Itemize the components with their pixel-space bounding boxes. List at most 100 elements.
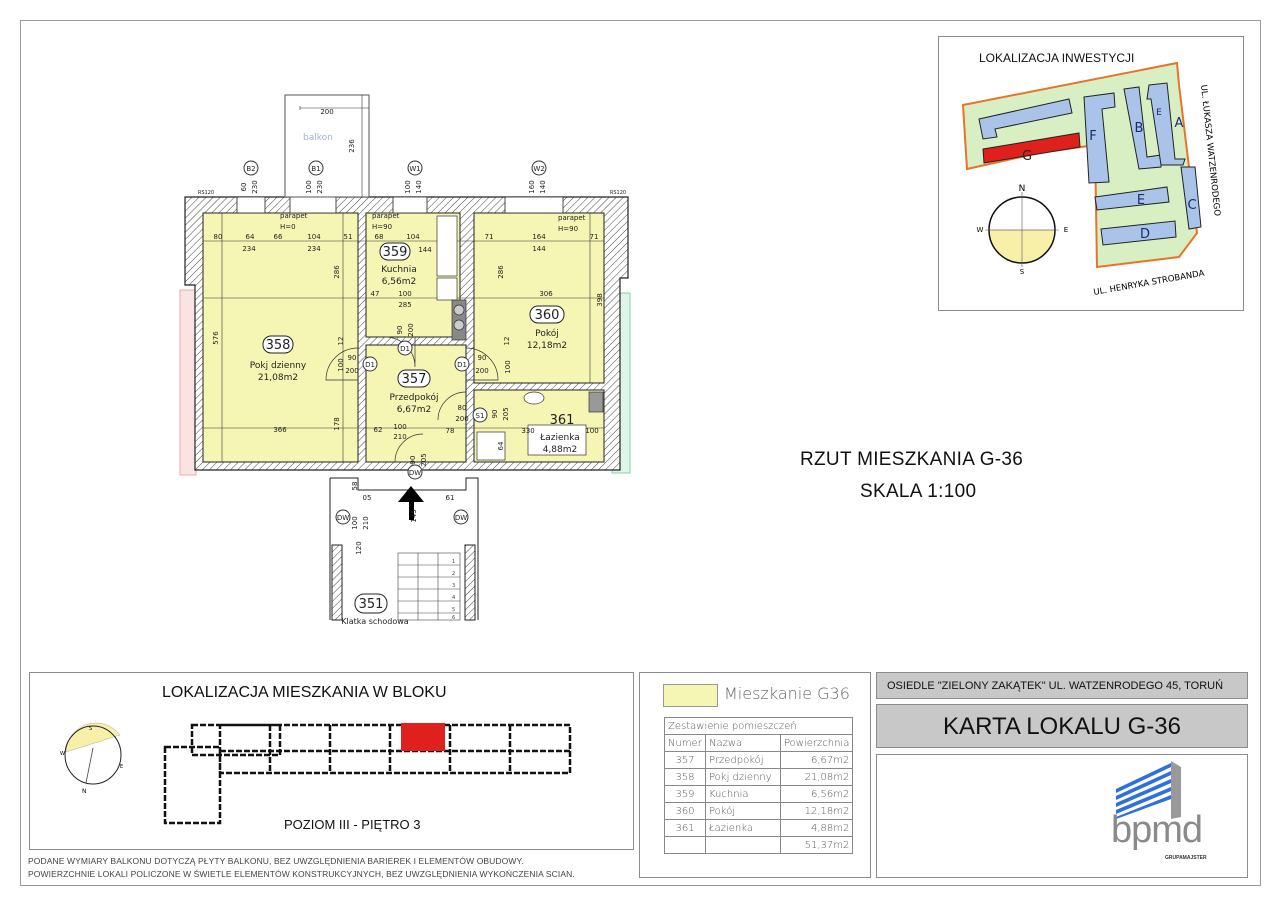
- svg-text:140: 140: [539, 180, 547, 193]
- kitchen-fixtures: [436, 215, 467, 341]
- svg-text:285: 285: [398, 301, 411, 309]
- door-swings: [325, 336, 499, 463]
- svg-text:E: E: [1137, 193, 1145, 208]
- svg-text:Pokój: Pokój: [535, 328, 559, 339]
- svg-text:359: 359: [383, 245, 408, 260]
- table-header: Numer Nazwa Powierzchnia: [664, 734, 854, 752]
- svg-text:parapet: parapet: [372, 212, 400, 220]
- svg-text:286: 286: [497, 265, 505, 279]
- svg-text:230: 230: [251, 180, 259, 193]
- svg-text:210: 210: [393, 433, 406, 441]
- svg-text:4,88m2: 4,88m2: [543, 445, 578, 455]
- svg-text:Kuchnia: Kuchnia: [381, 265, 417, 275]
- svg-text:100: 100: [585, 427, 598, 435]
- balcony-label: balkon: [303, 133, 333, 143]
- location-title: LOKALIZACJA INWESTYCJI: [979, 51, 1135, 65]
- block-location-title: LOKALIZACJA MIESZKANIA W BLOKU: [162, 684, 447, 701]
- logo-panel: bpmd GRUPAMAJSTER: [876, 754, 1248, 878]
- svg-text:100: 100: [337, 358, 345, 371]
- svg-text:6,67m2: 6,67m2: [397, 405, 432, 415]
- svg-text:64: 64: [497, 441, 505, 450]
- svg-text:C: C: [1187, 198, 1196, 213]
- svg-text:D1: D1: [400, 345, 410, 353]
- element-tags: B2 B1 W1 W2 D1 D1 D1 S1 DW DW DW RS120 R…: [198, 160, 626, 525]
- svg-text:358: 358: [266, 338, 291, 353]
- block-labels: AB CD EF GE: [1022, 108, 1197, 242]
- svg-text:N: N: [1019, 184, 1026, 194]
- svg-text:H=90: H=90: [372, 223, 392, 231]
- stair-wall-left: [331, 544, 343, 621]
- svg-text:178: 178: [333, 417, 341, 430]
- svg-text:DW: DW: [409, 469, 421, 477]
- svg-text:W2: W2: [533, 165, 544, 173]
- svg-text:Przedpokój: Przedpokój: [389, 392, 438, 403]
- stair-hall-walls: [329, 477, 479, 620]
- site-map: AB CD EF GE N S W E UL. ŁUKASZA WATZENRO…: [961, 61, 1222, 298]
- svg-text:51: 51: [344, 233, 353, 241]
- svg-text:200: 200: [407, 323, 415, 336]
- svg-text:576: 576: [212, 331, 220, 345]
- svg-text:62: 62: [374, 426, 383, 434]
- svg-text:360: 360: [535, 308, 560, 323]
- note-balcony: PODANE WYMIARY BALKONU DOTYCZĄ PŁYTY BAL…: [28, 856, 524, 866]
- block-location-panel: LOKALIZACJA MIESZKANIA W BLOKU POZIOM II…: [29, 672, 634, 850]
- svg-text:W1: W1: [409, 165, 420, 173]
- svg-text:G: G: [1022, 149, 1032, 164]
- legend-label: Mieszkanie G36: [724, 684, 850, 703]
- total-area: 51,37m2: [779, 836, 854, 854]
- svg-text:90: 90: [491, 410, 499, 419]
- plan-title: RZUT MIESZKANIA G-36: [800, 449, 1024, 470]
- svg-text:S1: S1: [476, 412, 485, 420]
- svg-text:210: 210: [362, 516, 370, 529]
- svg-text:47: 47: [371, 290, 380, 298]
- logo-text: bpmd: [1111, 809, 1203, 851]
- svg-text:351: 351: [359, 597, 384, 612]
- svg-text:80: 80: [214, 233, 223, 241]
- svg-text:12,18m2: 12,18m2: [527, 341, 567, 351]
- svg-text:B: B: [1135, 121, 1144, 136]
- buildings: [978, 82, 1202, 246]
- svg-text:12: 12: [337, 337, 345, 346]
- svg-text:5: 5: [452, 607, 455, 613]
- svg-text:66: 66: [274, 233, 283, 241]
- svg-text:3: 3: [452, 583, 455, 589]
- svg-text:58: 58: [351, 482, 359, 491]
- sheet-frame: [20, 20, 1261, 886]
- legend-swatch: [663, 684, 718, 707]
- room-357: [365, 344, 467, 463]
- svg-text:100: 100: [393, 423, 406, 431]
- notes: PODANE WYMIARY BALKONU DOTYCZĄ PŁYTY BAL…: [28, 855, 575, 881]
- svg-text:H=90: H=90: [558, 225, 578, 233]
- svg-text:361: 361: [550, 413, 575, 428]
- svg-text:71: 71: [485, 233, 494, 241]
- svg-text:parapet: parapet: [280, 212, 308, 220]
- svg-text:N: N: [82, 788, 87, 795]
- svg-text:21,08m2: 21,08m2: [258, 373, 298, 383]
- rooms-table: Zestawienie pomieszczeń Numer Nazwa Powi…: [663, 717, 854, 854]
- svg-text:200: 200: [475, 367, 488, 375]
- compass-icon: N S W E: [977, 184, 1069, 276]
- svg-text:D: D: [1140, 227, 1150, 242]
- svg-text:200: 200: [455, 415, 468, 423]
- svg-text:6,56m2: 6,56m2: [382, 277, 417, 287]
- svg-text:78: 78: [446, 427, 455, 435]
- svg-text:60: 60: [240, 183, 248, 192]
- svg-text:E: E: [1156, 108, 1162, 118]
- stair-step-numbers: 12 34 56: [452, 559, 455, 621]
- svg-text:E: E: [120, 764, 123, 770]
- svg-text:E: E: [1064, 226, 1068, 234]
- svg-text:230: 230: [316, 180, 324, 193]
- svg-text:61: 61: [446, 494, 455, 502]
- neighbour-unit-left: [179, 289, 197, 476]
- header-number: Numer: [664, 734, 706, 752]
- svg-text:200: 200: [320, 108, 333, 116]
- logo-subtitle: GRUPAMAJSTER: [1165, 855, 1207, 861]
- svg-text:236: 236: [348, 139, 356, 153]
- svg-text:DW: DW: [455, 514, 467, 522]
- svg-text:398: 398: [596, 293, 604, 306]
